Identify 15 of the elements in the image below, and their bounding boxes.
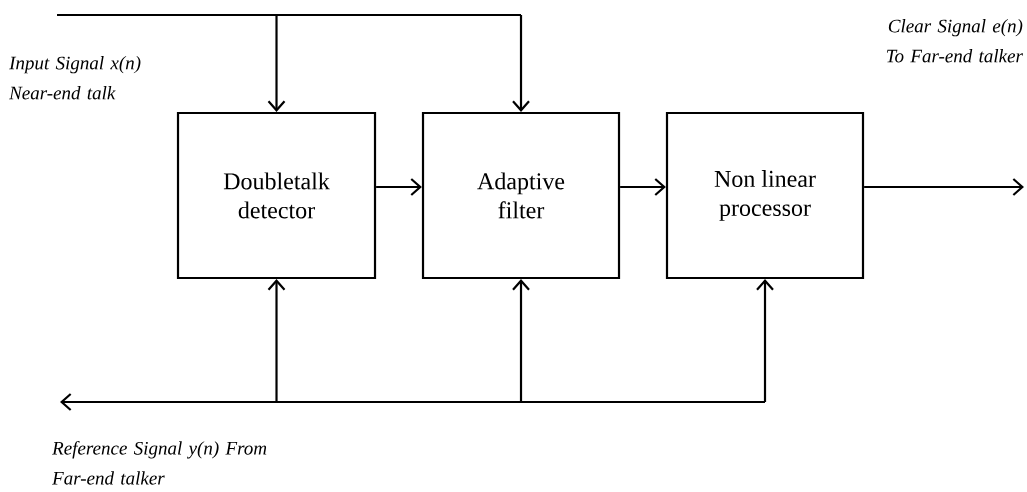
arrow <box>512 15 530 112</box>
arrow <box>864 178 1024 196</box>
arrow <box>620 178 666 196</box>
arrow <box>756 279 774 402</box>
signal-line <box>57 13 521 17</box>
signal-label: Clear Signal e(n) To Far-end talker <box>886 19 1023 63</box>
arrow <box>376 178 422 196</box>
process-box: Adaptive filter <box>421 111 621 280</box>
process-box: Non linear processor <box>665 111 865 280</box>
arrow <box>267 15 286 112</box>
arrow <box>267 279 286 402</box>
process-box: Doubletalk detector <box>176 111 377 280</box>
arrow <box>512 279 530 402</box>
signal-label: Reference Signal y(n) From Far-end talker <box>52 441 267 485</box>
signal-label: Input Signal x(n) Near-end talk <box>8 56 141 100</box>
